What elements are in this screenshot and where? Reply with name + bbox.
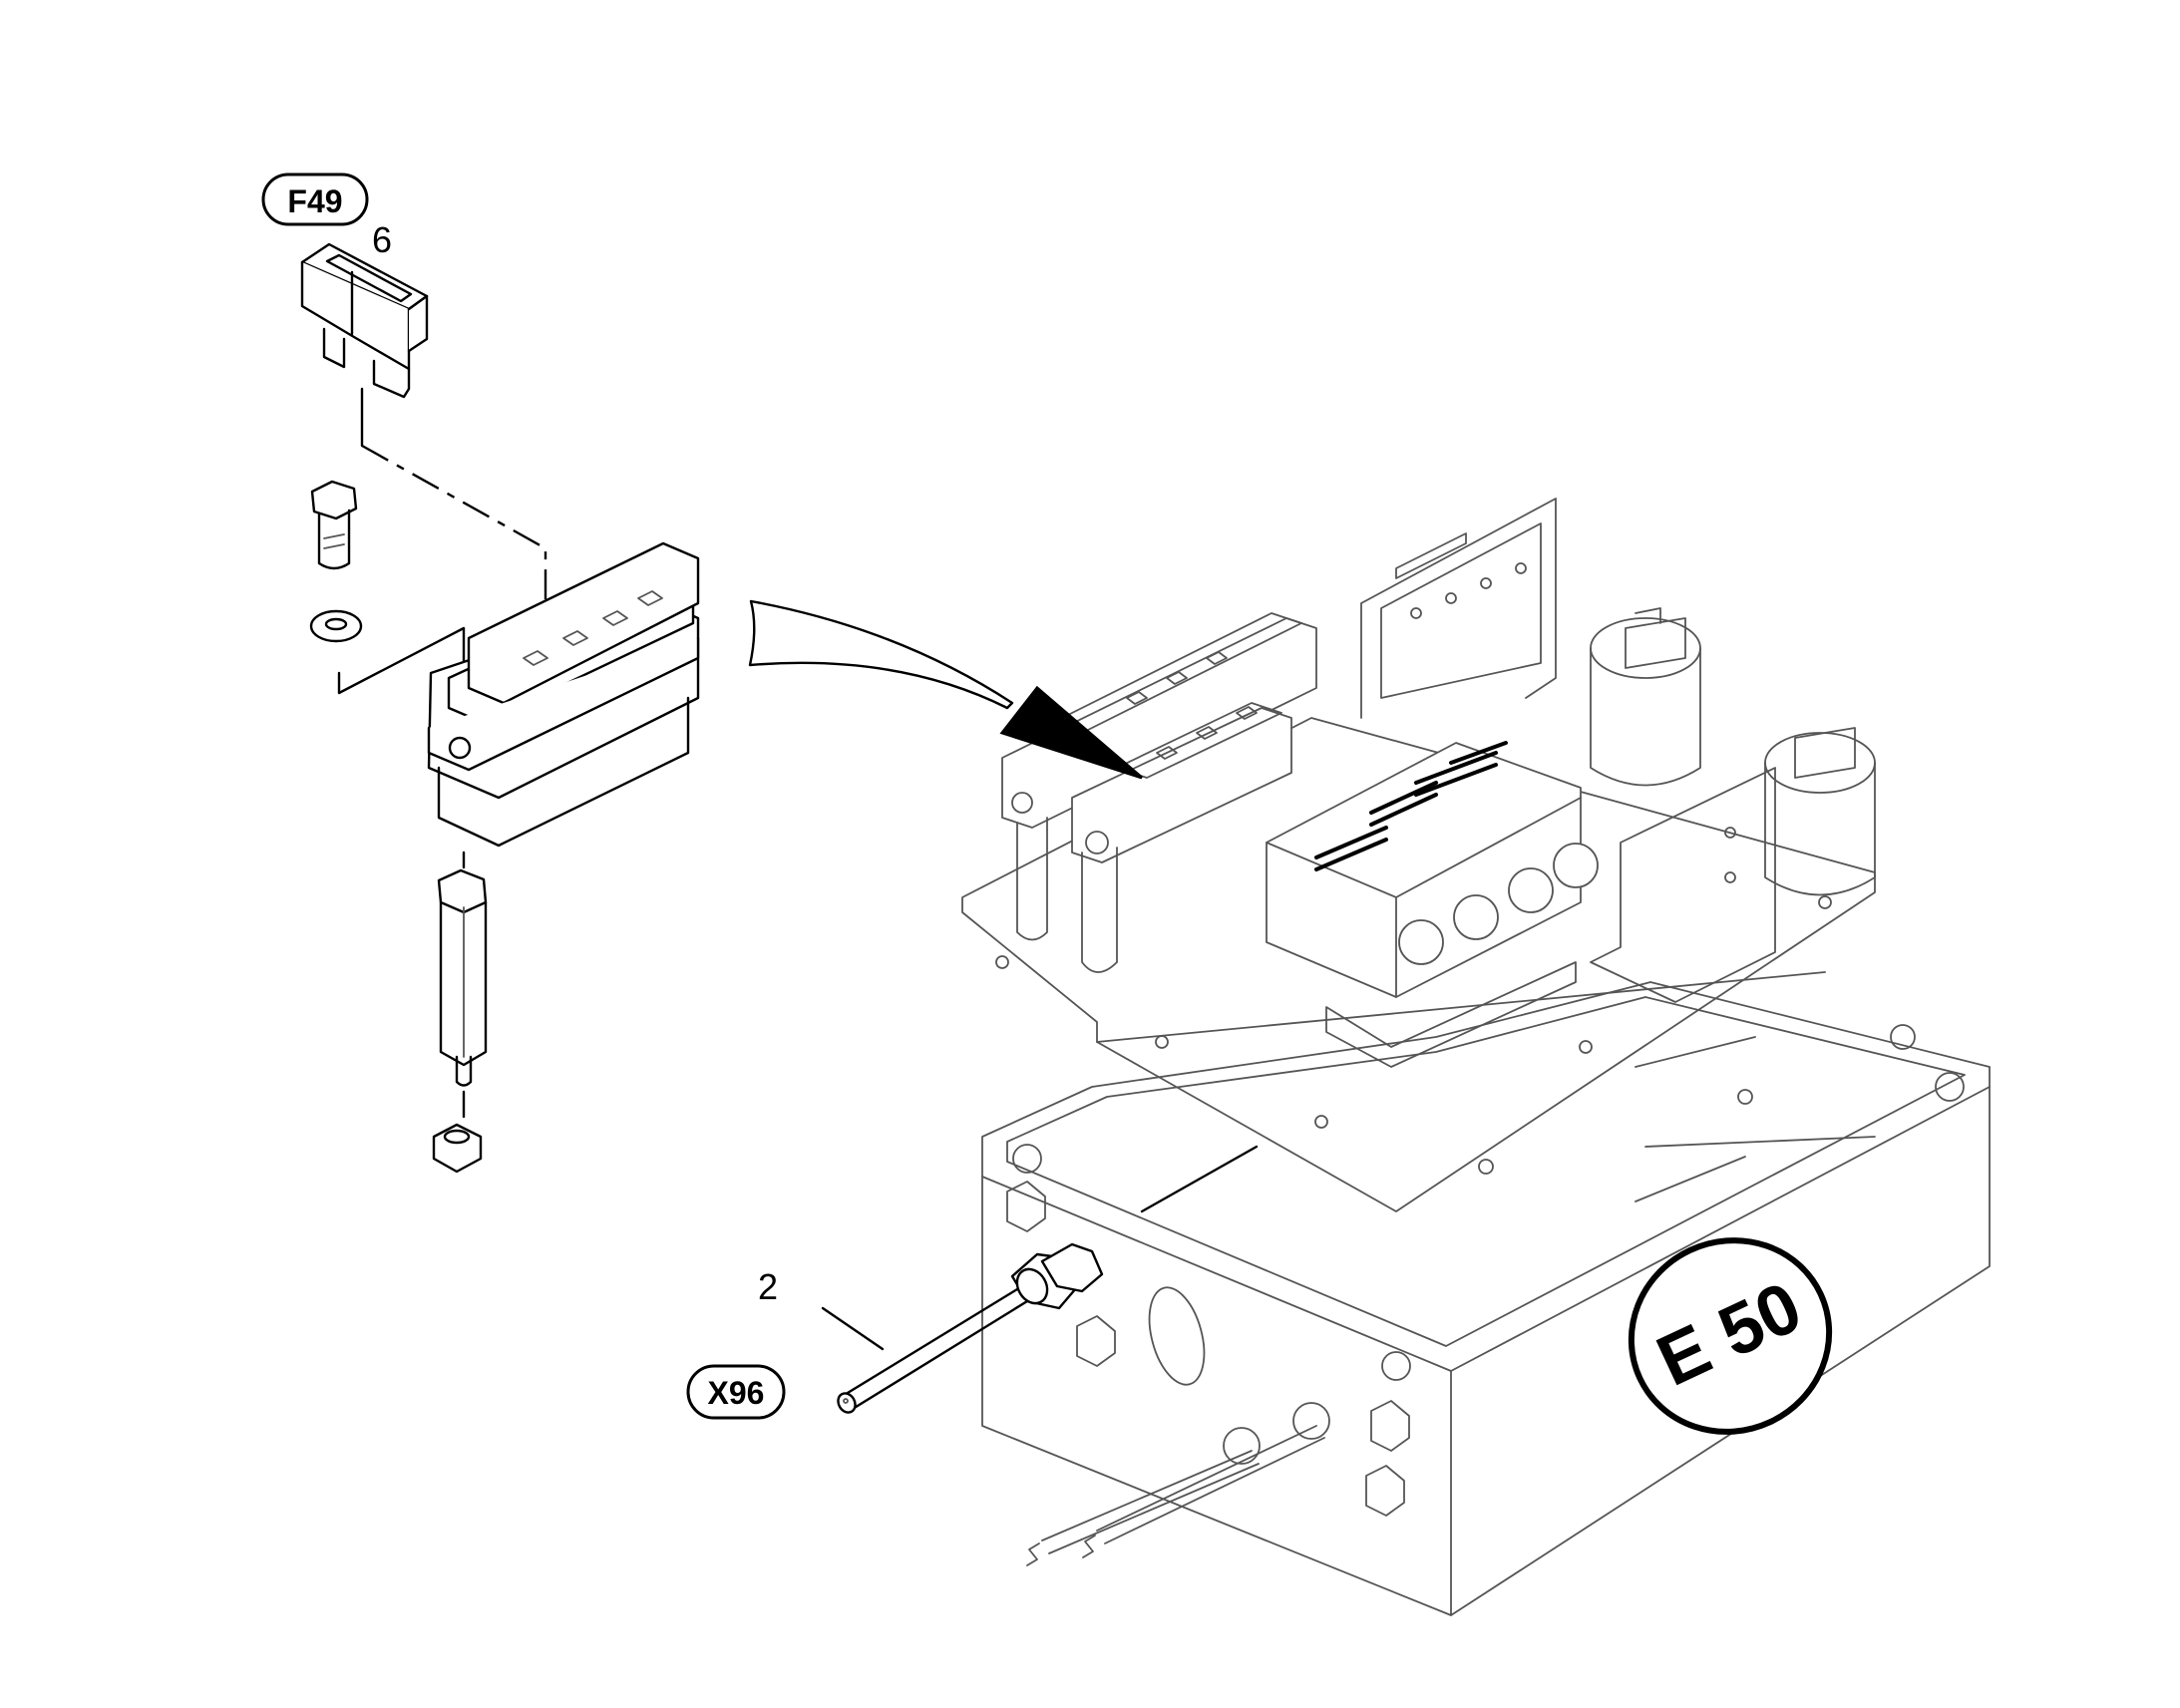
installation-arrow bbox=[748, 599, 1143, 780]
cable-gland-assembly bbox=[837, 1242, 1104, 1414]
cable-callout-label: X96 bbox=[708, 1375, 765, 1411]
fuse-item-number: 6 bbox=[372, 219, 392, 260]
blade-fuse bbox=[300, 242, 429, 399]
cable-leader-line bbox=[821, 1306, 885, 1351]
hex-standoff bbox=[437, 868, 488, 1087]
exploded-fuse-holder bbox=[309, 387, 700, 1174]
housing-label-oval bbox=[1628, 1237, 1833, 1435]
junction-box-housing: E 50 bbox=[981, 981, 1991, 1616]
mounting-panel-assembly bbox=[961, 498, 1876, 1212]
relay-left bbox=[1590, 607, 1701, 787]
cable-callout: X96 bbox=[686, 1364, 786, 1420]
hex-nut bbox=[432, 1123, 483, 1174]
terminal-strip bbox=[1266, 741, 1599, 1068]
relay-right bbox=[1764, 727, 1876, 896]
fuse-holder-block bbox=[427, 541, 700, 848]
fuse-callout-label: F49 bbox=[287, 183, 342, 219]
washer bbox=[309, 609, 363, 643]
hex-screw bbox=[310, 480, 358, 570]
cable-item-number: 2 bbox=[758, 1266, 778, 1307]
fuse-callout: F49 bbox=[261, 172, 369, 226]
